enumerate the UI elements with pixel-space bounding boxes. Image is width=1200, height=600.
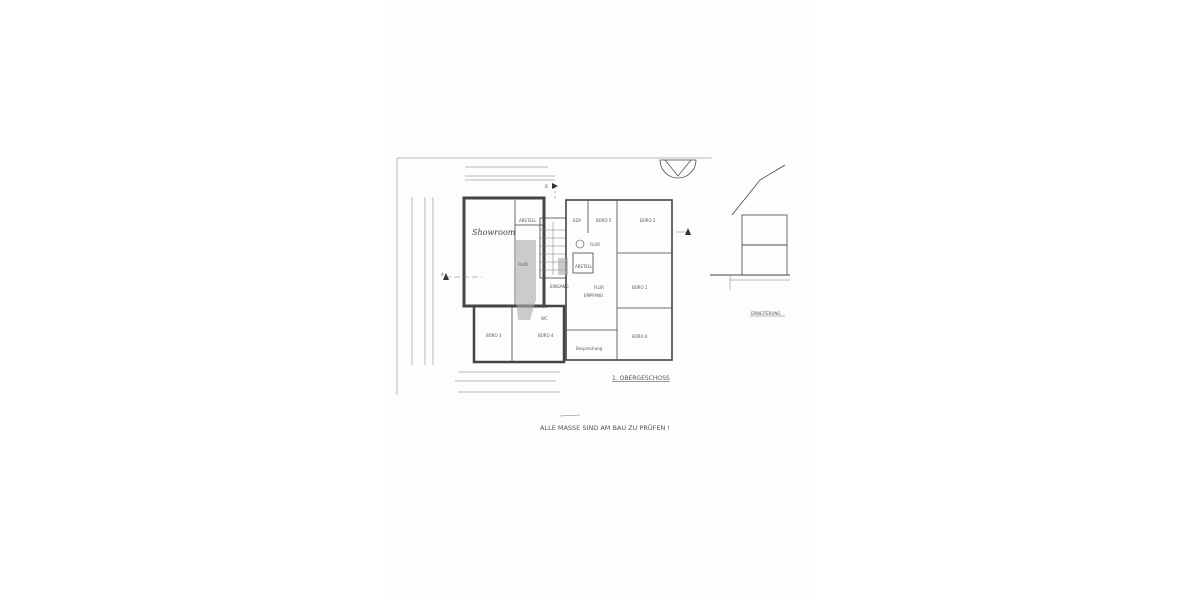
section-label-b: B: [545, 184, 548, 189]
room-buero-2: BÜRO 2: [640, 218, 656, 223]
room-buero-4: BÜRO 4: [538, 333, 554, 338]
section-label-a: A: [441, 272, 444, 277]
room-buero-1: BÜRO 1: [632, 285, 648, 290]
north-arrow-icon: [659, 159, 697, 179]
room-wc-1: WC: [541, 304, 548, 309]
staircase: [539, 217, 567, 279]
dimension-lines-top: [465, 166, 555, 181]
dimension-lines-left: [411, 197, 434, 365]
section-title: ERWEITERUNG: [751, 311, 781, 316]
room-abstell-2: ABSTELL: [575, 264, 593, 269]
dimension-note: ALLE MASSE SIND AM BAU ZU PRÜFEN !: [540, 423, 670, 432]
marker-circle: [575, 239, 585, 249]
room-besprechung: Besprechung: [576, 346, 603, 351]
room-flur-2: FLUR: [590, 242, 600, 247]
room-abstell-1: ABSTELL: [519, 218, 537, 223]
floor-title: 1. OBERGESCHOSS: [612, 375, 670, 382]
room-flur-3: FLUR: [594, 285, 604, 290]
section-mark-a-left: [443, 273, 482, 280]
scanned-page: [390, 0, 810, 600]
room-flur-1: FLUR: [518, 262, 528, 267]
section-mark-a-right: [676, 228, 691, 235]
note-mark: [559, 414, 581, 417]
room-empfang: EMPFANG: [584, 293, 603, 298]
stair-landing-hatch: [558, 258, 568, 275]
section-mark-b: [552, 183, 558, 200]
room-eingang: EINGANG: [550, 284, 569, 289]
room-wc-2: WC: [541, 316, 548, 321]
dimension-lines-bottom: [455, 371, 560, 393]
section-drawing: [710, 164, 790, 317]
room-buero-6: BÜRO 6: [632, 334, 648, 339]
corridor-hatch: [516, 240, 536, 320]
room-buero-3: BÜRO 3: [486, 333, 502, 338]
room-buero-5: BÜRO 5: [596, 218, 612, 223]
room-edv: EDV: [573, 218, 582, 223]
room-showroom: Showroom: [472, 228, 516, 237]
